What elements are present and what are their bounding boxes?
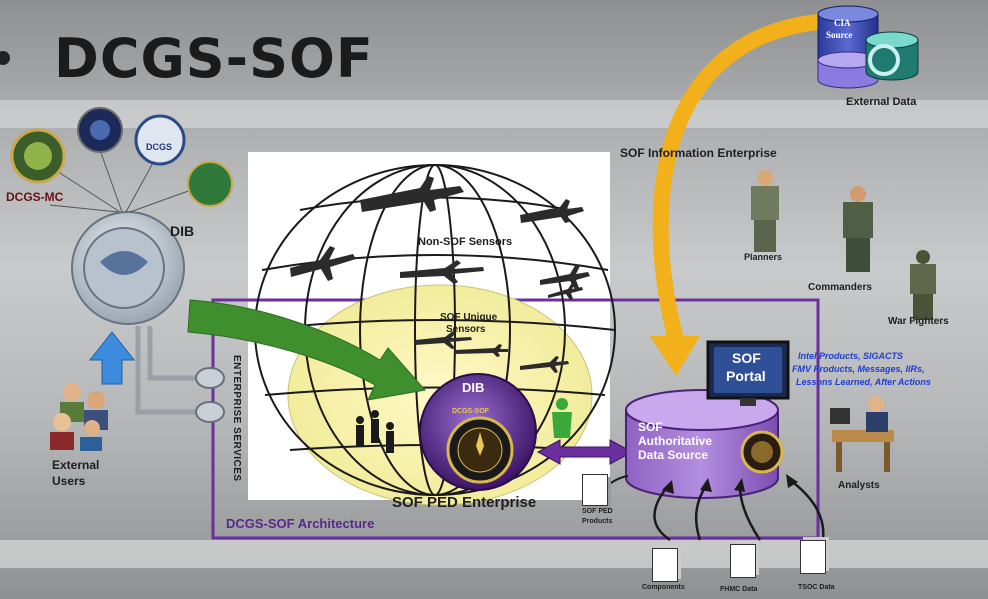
sof-portal-label: SOF [732,350,761,366]
sof-portal-label-2: Portal [726,368,766,384]
sof-ped-document-icon [582,474,608,506]
slide-title: DCGS-SOF [54,26,374,90]
external-users-arrow [88,331,136,385]
tsoc-data-label: TSOC Data [798,584,835,591]
yellow-arrow [652,14,826,348]
planners-label: Planners [744,252,783,262]
connector-icons [195,367,225,423]
dib-center-label: DIB [462,380,485,395]
war-fighters-label: War Fighters [888,316,949,327]
products-line-1: Intel Products, SIGACTS [798,351,904,361]
dib-left-label: DIB [170,223,195,239]
components-data-label: Components [642,584,685,591]
aircraft-icons [290,176,590,373]
green-arrow [187,299,426,401]
ads-label-2: Authoritative [638,434,713,448]
cia-source-cylinder [817,5,879,89]
fhmc-document-icon [730,544,756,578]
war-fighter-figure [908,250,938,320]
program-emblems [10,107,233,207]
external-data-label: External Data [846,96,917,108]
external-data-cylinder [865,31,919,81]
analyst-icon [830,396,894,472]
soldier-green-icon [552,398,572,438]
people-icons [356,410,394,453]
architecture-label: DCGS-SOF Architecture [226,516,375,531]
enterprise-services-label: ENTERPRISE SERVICES [231,355,242,482]
components-document-icon [652,548,678,582]
enterprise-services-pipes [135,326,200,415]
ads-label-3: Data Source [638,448,709,462]
tsoc-document-icon [800,540,826,574]
products-line-3: Lessons Learned, After Actions [796,377,931,387]
sof-ped-enterprise-label: SOF PED Enterprise [392,494,537,511]
dcgs-badge-label: DCGS [146,142,173,152]
commanders-label: Commanders [808,282,872,293]
sof-unique-sensors-label: SOF Unique [440,312,498,323]
dib-seal-text: DCGS-SOF [452,408,489,415]
external-users-label: External [52,458,100,472]
analysts-label: Analysts [838,480,880,491]
yellow-arrow-head [650,336,700,376]
title-row: DCGS-SOF [0,18,374,98]
bullet-icon [0,51,10,65]
planner-figure [748,170,782,252]
commander-figure [840,186,876,272]
dcgs-mc-label: DCGS-MC [6,190,64,204]
sof-ped-products-label-2: Products [582,518,613,525]
fhmc-data-label: FHMC Data [720,586,758,593]
external-users-icon [50,383,108,451]
ads-label: SOF [638,420,663,434]
cia-source-label: CIA [834,18,851,28]
sof-portal-monitor [706,340,790,406]
external-users-label-2: Users [52,474,86,488]
non-sof-sensors-label: Non-SOF Sensors [418,236,513,248]
sof-unique-sensors-label-2: Sensors [446,324,486,335]
cia-source-label-2: Source [826,30,853,40]
information-enterprise-label: SOF Information Enterprise [620,146,777,160]
products-line-2: FMV Products, Messages, IIRs, [792,364,925,374]
sof-ped-products-label: SOF PED [582,508,613,515]
